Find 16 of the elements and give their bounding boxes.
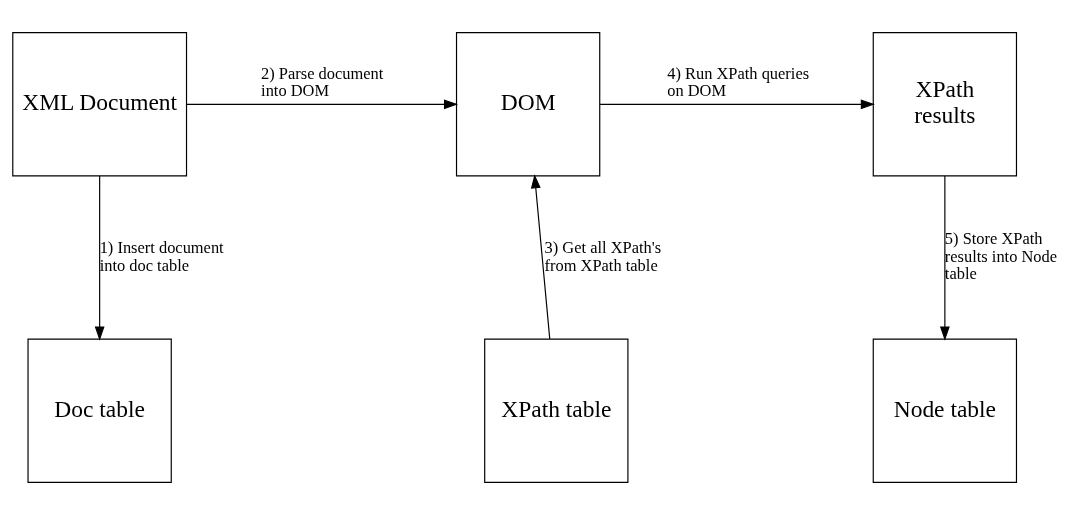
edge-label: 3) Get all XPath's from XPath table — [544, 237, 662, 275]
arrow — [530, 173, 551, 339]
arrow — [939, 174, 950, 341]
node-box: XPath table — [484, 338, 629, 483]
node-box: XML Document — [12, 31, 188, 176]
edge-label: 2) Parse document into DOM — [261, 63, 384, 100]
node-box: Doc table — [27, 338, 172, 483]
edge-label: 1) Insert document into doc table — [99, 237, 224, 275]
node-box: DOM — [455, 31, 601, 176]
arrow — [94, 174, 105, 341]
arrow — [599, 98, 875, 109]
arrow — [186, 98, 459, 109]
edge-label: 5) Store XPath results into Node table — [944, 228, 1058, 283]
node-box: Node table — [872, 338, 1018, 483]
node-box: XPath results — [872, 31, 1018, 176]
edge-label: 4) Run XPath queries on DOM — [667, 63, 810, 100]
